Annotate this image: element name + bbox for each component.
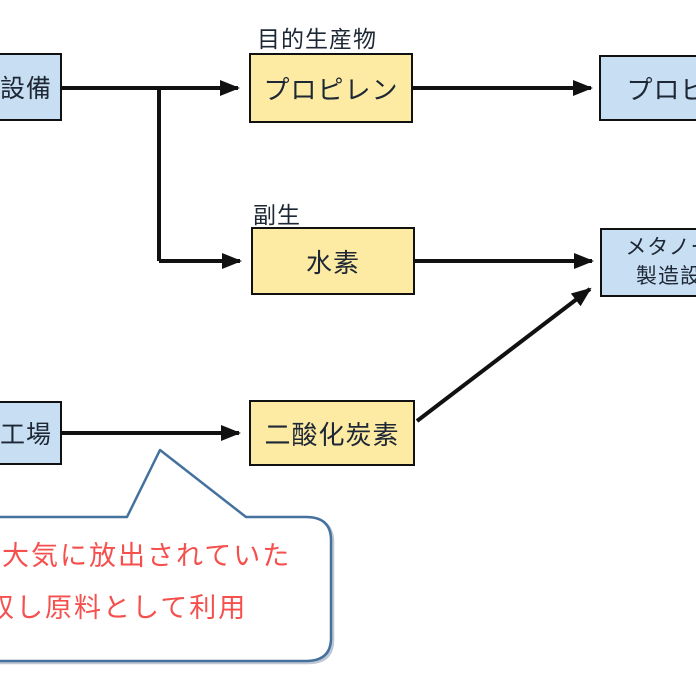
arrow-co2-to-methanol <box>415 287 592 423</box>
node-propylene-output: プロピレン <box>599 55 696 121</box>
label-byproduct: 副生 <box>253 202 301 228</box>
node-co2: 二酸化炭素 <box>249 400 415 466</box>
callout-text-line2: 収し原料として利用 <box>0 593 248 623</box>
node-factory-label: 工場 <box>0 421 52 449</box>
node-methanol-plant-line2: 製造設備 <box>636 264 696 288</box>
node-factory: 工場 <box>0 401 62 465</box>
node-co2-label: 二酸化炭素 <box>264 419 400 450</box>
node-propylene: プロピレン <box>249 53 413 123</box>
label-target-product: 目的生産物 <box>257 26 377 52</box>
callout-bubble <box>0 448 333 663</box>
node-equipment-label: 設備 <box>0 75 52 103</box>
callout-text-line1: 大気に放出されていた <box>2 541 292 571</box>
node-methanol-plant: メタノール 製造設備 <box>600 228 696 297</box>
node-hydrogen: 水素 <box>251 227 415 295</box>
node-hydrogen-label: 水素 <box>305 247 360 278</box>
node-propylene-output-label: プロピレン <box>626 74 696 105</box>
node-equipment: 設備 <box>0 53 62 121</box>
node-methanol-plant-line1: メタノール <box>625 236 696 260</box>
node-propylene-label: プロピレン <box>263 74 399 105</box>
